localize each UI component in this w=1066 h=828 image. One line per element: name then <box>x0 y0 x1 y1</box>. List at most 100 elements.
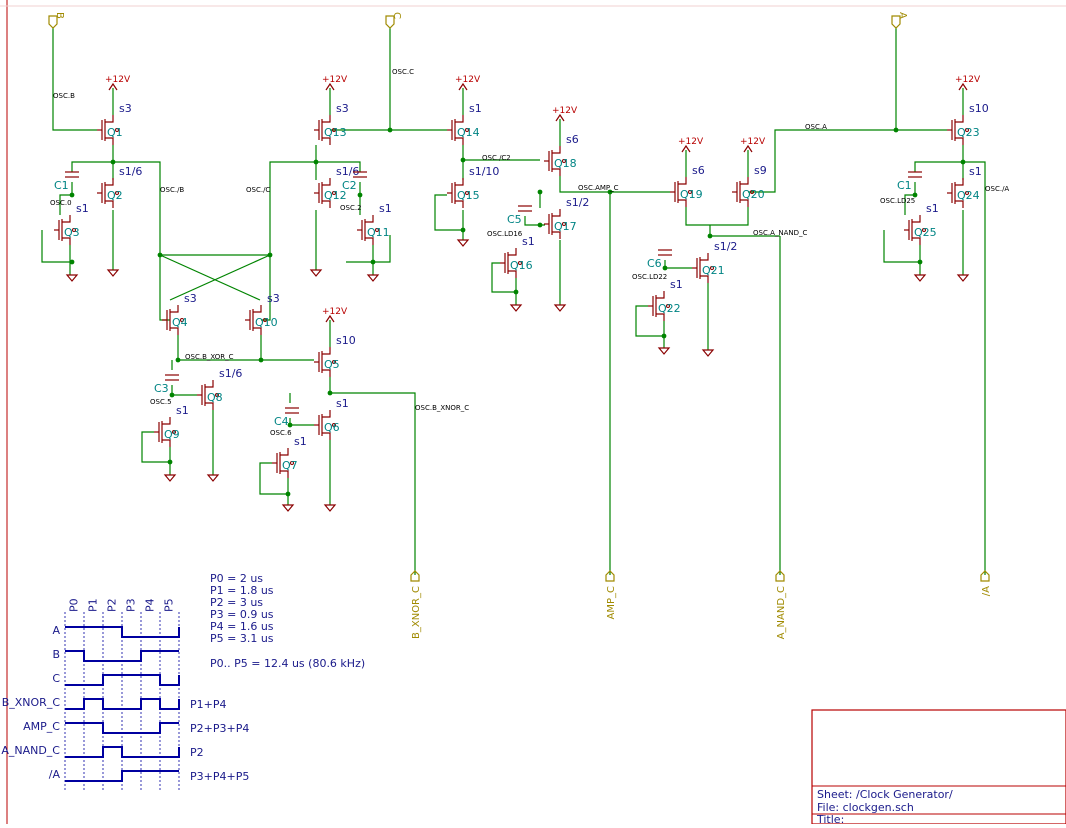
supply-label: +12V <box>455 75 481 85</box>
timing-duration: P1 = 1.8 us <box>210 584 274 597</box>
supply-label: +12V <box>678 137 704 147</box>
transistor-size: s9 <box>754 164 767 177</box>
supply-label: +12V <box>955 75 981 85</box>
junction-dot <box>267 252 273 258</box>
input-port-label: C <box>391 12 402 19</box>
transistor-size: s1/6 <box>336 165 359 178</box>
junction-dot <box>175 357 181 363</box>
transistor-ref: Q23 <box>957 126 980 139</box>
title-block-sheet: Sheet: /Clock Generator/ <box>817 788 953 801</box>
timing-duration: P2 = 3 us <box>210 596 263 609</box>
transistor-ref: Q12 <box>324 189 347 202</box>
transistor-ref: Q20 <box>742 188 765 201</box>
output-port-label: AMP_C <box>606 586 617 619</box>
transistor-ref: Q25 <box>914 226 937 239</box>
ground-icon <box>65 274 79 282</box>
ground-icon <box>701 349 715 357</box>
ground-icon <box>913 274 927 282</box>
net-label: OSC.AMP_C <box>578 184 619 192</box>
timing-signal-note: P1+P4 <box>190 698 226 711</box>
transistor-ref: Q2 <box>107 189 123 202</box>
transistor-size: s1 <box>522 235 535 248</box>
phase-label: P5 <box>163 598 176 612</box>
capacitor-ref: C1 <box>54 179 69 192</box>
transistor-size: s6 <box>692 164 705 177</box>
transistor-ref: Q15 <box>457 189 480 202</box>
transistor-ref: Q17 <box>554 220 577 233</box>
transistor-size: s1/6 <box>219 367 242 380</box>
transistor-size: s3 <box>267 292 280 305</box>
output-port-label: A_NAND_C <box>776 586 787 639</box>
net-label: OSC./B <box>160 186 184 194</box>
timing-duration: P4 = 1.6 us <box>210 620 274 633</box>
junction-dot <box>537 189 543 195</box>
transistor-ref: Q10 <box>255 316 278 329</box>
transistor-size: s1/6 <box>119 165 142 178</box>
output-port-a_nand_c: A_NAND_C <box>775 570 787 639</box>
supply-label: +12V <box>322 75 348 85</box>
input-port-a: A <box>891 12 908 29</box>
junction-dot <box>313 159 319 165</box>
junction-dot <box>607 189 613 195</box>
transistor-size: s1 <box>469 102 482 115</box>
ground-icon <box>553 304 567 312</box>
transistor-size: s1 <box>176 404 189 417</box>
timing-signal-name: B <box>52 648 60 661</box>
transistor-ref: Q4 <box>172 316 188 329</box>
transistor-q17: Q17 s1/2 <box>544 196 589 239</box>
junction-dot <box>110 159 116 165</box>
transistor-size: s1 <box>379 202 392 215</box>
capacitor-ref: C6 <box>647 257 662 270</box>
junction-dot <box>460 227 466 233</box>
net-label: OSC.LD25 <box>880 197 915 205</box>
junction-dot <box>537 222 543 228</box>
transistor-size: s1/2 <box>566 196 589 209</box>
junction-dot <box>370 259 376 265</box>
junction-dot <box>69 192 75 198</box>
junction-dot <box>157 252 163 258</box>
net-label: OSC.B_XOR_C <box>185 353 234 361</box>
capacitor-c5: C5 <box>507 205 532 226</box>
transistor-ref: Q8 <box>207 391 223 404</box>
junction-dot <box>167 459 173 465</box>
timing-signal-c: C <box>52 672 180 686</box>
net-label: OSC.C <box>392 68 414 76</box>
output-port-label: B_XNOR_C <box>411 586 422 639</box>
timing-total: P0.. P5 = 12.4 us (80.6 kHz) <box>210 657 365 670</box>
transistor-ref: Q1 <box>107 126 123 139</box>
timing-signal-name: B_XNOR_C <box>2 696 61 709</box>
transistor-ref: Q11 <box>367 226 390 239</box>
transistor-ref: Q18 <box>554 157 577 170</box>
transistor-size: s1/2 <box>714 240 737 253</box>
junction-dot <box>287 422 293 428</box>
junction-dot <box>357 192 363 198</box>
junction-dots <box>69 127 966 497</box>
timing-duration: P5 = 3.1 us <box>210 632 274 645</box>
junction-dot <box>662 265 668 271</box>
ground-icon <box>509 304 523 312</box>
transistor-q12: Q12 s1/6 <box>314 165 359 208</box>
transistor-size: s3 <box>119 102 132 115</box>
timing-signal-note: P2 <box>190 746 204 759</box>
transistors: Q1s3+12VQ2s1/6Q3s1Q13s3+12VQ12s1/6Q11s1Q… <box>54 75 989 512</box>
title-block-file: File: clockgen.sch <box>817 801 914 814</box>
net-label: OSC.A_NAND_C <box>753 229 808 237</box>
transistor-ref: Q5 <box>324 358 340 371</box>
timing-signal-a: A <box>52 624 180 638</box>
title-block: Sheet: /Clock Generator/ File: clockgen.… <box>811 709 1066 826</box>
net-label: OSC./A <box>985 185 1009 193</box>
transistor-ref: Q3 <box>64 226 80 239</box>
